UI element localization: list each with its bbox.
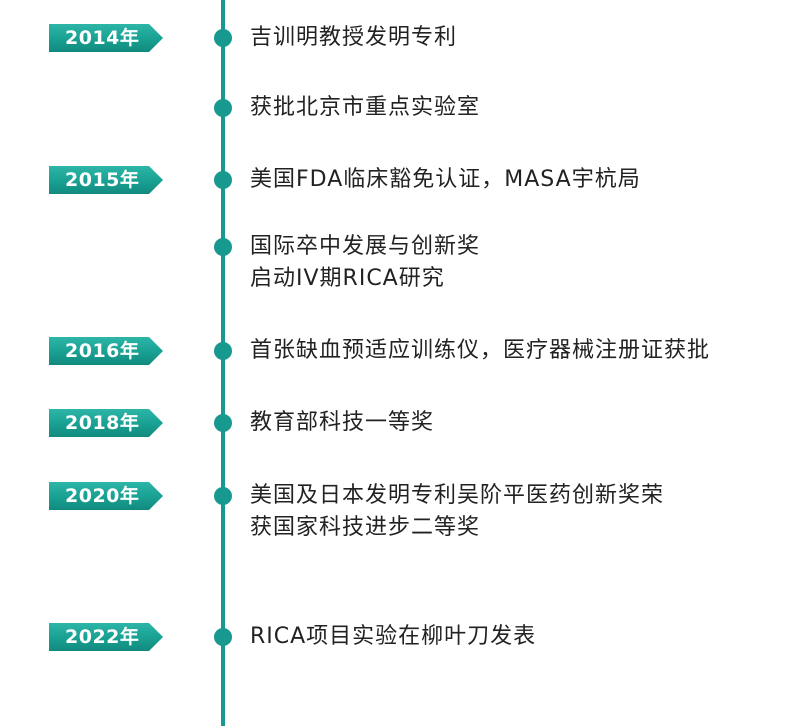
- event-line: 首张缺血预适应训练仪，医疗器械注册证获批: [250, 338, 711, 363]
- timeline-dot: [214, 29, 232, 47]
- event-line: 吉训明教授发明专利: [250, 25, 458, 50]
- year-badge: 2018年: [49, 409, 163, 437]
- year-badge: 2015年: [49, 166, 163, 194]
- event-line: 教育部科技一等奖: [250, 410, 435, 435]
- event-text: 获批北京市重点实验室: [250, 92, 480, 124]
- timeline-dot: [214, 171, 232, 189]
- event-text: 吉训明教授发明专利: [250, 22, 457, 54]
- event-line: 获国家科技进步二等奖: [250, 515, 481, 540]
- year-badge: 2022年: [49, 623, 163, 651]
- year-badge: 2020年: [49, 482, 163, 510]
- timeline-dot: [214, 628, 232, 646]
- event-text: 美国及日本发明专利吴阶平医药创新奖荣 获国家科技进步二等奖: [250, 480, 664, 544]
- event-text: 美国FDA临床豁免认证，MASA宇杭局: [250, 164, 641, 196]
- timeline-dot: [214, 238, 232, 256]
- event-line: 获批北京市重点实验室: [250, 95, 481, 120]
- timeline-dot: [214, 487, 232, 505]
- timeline-dot: [214, 342, 232, 360]
- event-text: 教育部科技一等奖: [250, 407, 434, 439]
- event-line: 美国及日本发明专利吴阶平医药创新奖荣: [250, 483, 665, 508]
- timeline-dot: [214, 414, 232, 432]
- year-badge: 2014年: [49, 24, 163, 52]
- event-text: 国际卒中发展与创新奖 启动IV期RICA研究: [250, 231, 480, 295]
- event-text: 首张缺血预适应训练仪，医疗器械注册证获批: [250, 335, 710, 367]
- event-line: 启动IV期RICA研究: [250, 266, 445, 291]
- timeline-dot: [214, 99, 232, 117]
- event-line: RICA项目实验在柳叶刀发表: [250, 624, 537, 649]
- event-line: 国际卒中发展与创新奖: [250, 234, 481, 259]
- year-badge: 2016年: [49, 337, 163, 365]
- event-line: 美国FDA临床豁免认证，MASA宇杭局: [250, 167, 641, 192]
- event-text: RICA项目实验在柳叶刀发表: [250, 621, 536, 653]
- timeline-axis: [221, 0, 225, 726]
